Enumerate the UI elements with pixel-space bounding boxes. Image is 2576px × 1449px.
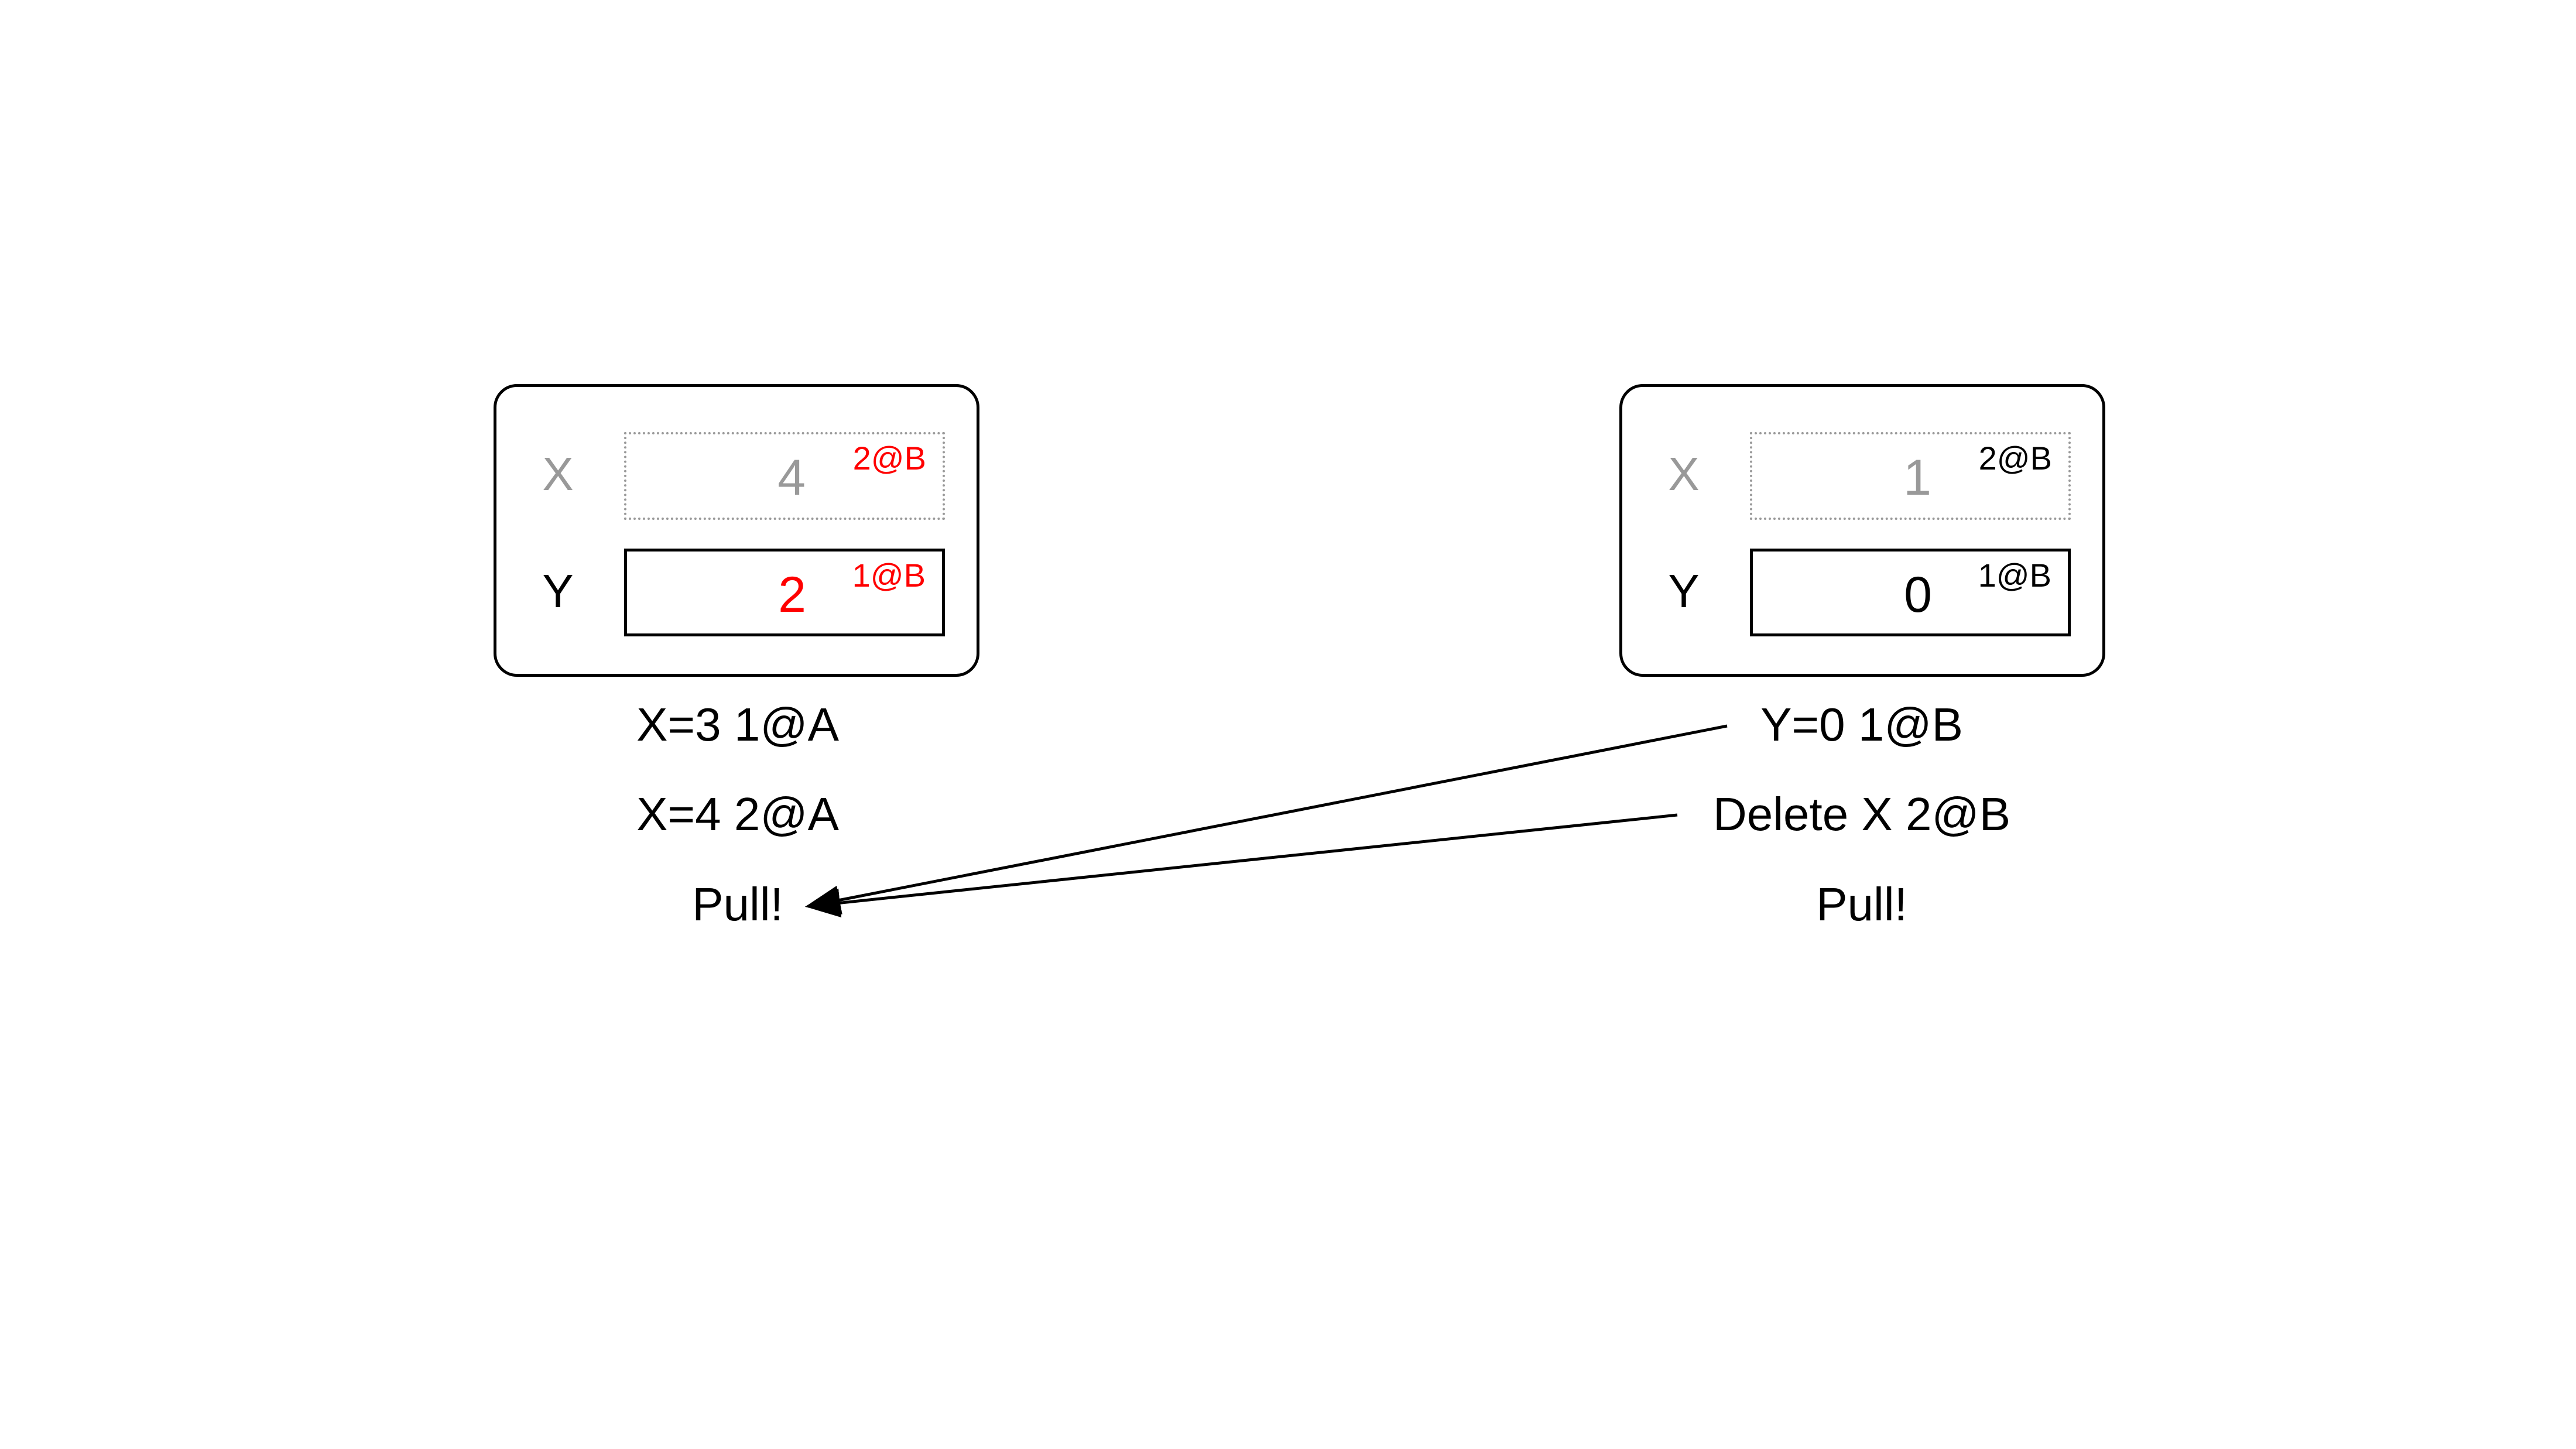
variable-y-value: 2: [778, 567, 806, 623]
variable-y-label: Y: [542, 565, 574, 617]
variable-y-timestamp: 1@B: [852, 557, 926, 594]
arrow-y-update: [805, 724, 1728, 914]
right-op-2: Delete X 2@B: [1712, 788, 2011, 840]
replica-b-store: X 1 2@B Y 0 1@B: [1619, 384, 2105, 677]
variable-x-label: X: [1668, 448, 1700, 500]
right-op-pull: Pull!: [1816, 878, 1907, 930]
variable-y-value: 0: [1904, 567, 1932, 623]
variable-y-timestamp: 1@B: [1978, 557, 2051, 594]
right-op-1: Y=0 1@B: [1760, 698, 1963, 751]
left-op-1: X=3 1@A: [636, 698, 839, 751]
variable-x-timestamp: 2@B: [1978, 440, 2052, 477]
replica-a-store: X 4 2@B Y 2 1@B: [494, 384, 979, 677]
variable-x-cell: 4 2@B: [624, 432, 945, 520]
variable-x-label: X: [542, 448, 574, 500]
arrow-delete-x: [805, 813, 1678, 918]
variable-y-cell: 2 1@B: [624, 549, 945, 636]
variable-x-timestamp: 2@B: [852, 440, 926, 477]
left-op-2: X=4 2@A: [636, 788, 839, 840]
variable-y-label: Y: [1668, 565, 1700, 617]
variable-y-cell: 0 1@B: [1750, 549, 2071, 636]
variable-x-value: 1: [1903, 450, 1931, 506]
left-op-pull: Pull!: [692, 878, 783, 930]
variable-x-cell: 1 2@B: [1750, 432, 2071, 520]
variable-x-value: 4: [777, 450, 806, 506]
